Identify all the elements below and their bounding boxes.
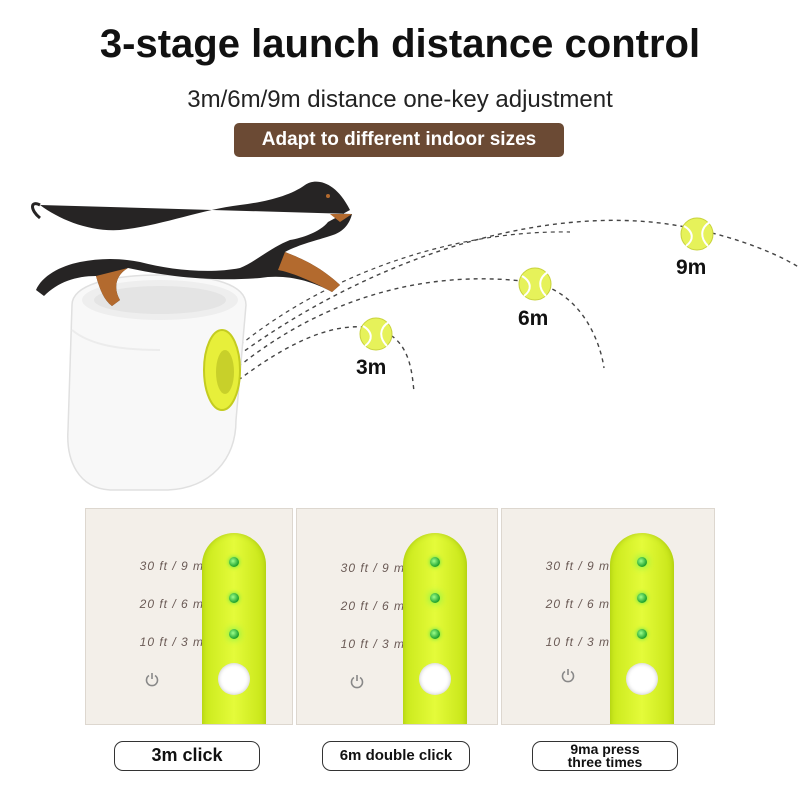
trajectory-9m	[231, 219, 800, 361]
hero-illustration	[31, 181, 800, 491]
led-indicator-icon	[637, 557, 647, 567]
caption-9m-line1: 9ma press	[570, 741, 640, 757]
launch-button[interactable]	[626, 663, 658, 695]
control-panel-3m: 30 ft / 9 m 20 ft / 6 m 10 ft / 3 m	[85, 508, 293, 725]
caption-9m-line2: three times	[567, 754, 643, 770]
distance-label-3m: 3m	[356, 356, 387, 379]
panel-label-6m: 20 ft / 6 m	[545, 597, 610, 611]
panel-label-3m: 10 ft / 3 m	[545, 635, 610, 649]
power-icon	[145, 673, 159, 687]
tennis-ball-icon	[359, 317, 393, 351]
led-indicator-icon	[430, 629, 440, 639]
power-icon	[350, 675, 364, 689]
control-panel-6m: 30 ft / 9 m 20 ft / 6 m 10 ft / 3 m	[296, 508, 498, 725]
caption-6m-double-click: 6m double click	[322, 741, 470, 771]
trajectory-upper	[233, 231, 571, 351]
led-indicator-icon	[229, 557, 239, 567]
panel-label-6m: 20 ft / 6 m	[340, 599, 405, 613]
badge: Adapt to different indoor sizes	[234, 123, 564, 157]
launcher-machine	[67, 274, 247, 491]
caption-9m-press-three-times: 9ma press three times	[532, 741, 678, 771]
led-indicator-icon	[229, 629, 239, 639]
caption-3m-click: 3m click	[114, 741, 260, 771]
power-icon	[561, 669, 575, 683]
dog-illustration	[31, 181, 352, 306]
distance-label-9m: 9m	[676, 256, 707, 279]
panel-label-9m: 30 ft / 9 m	[340, 561, 405, 575]
panel-label-6m: 20 ft / 6 m	[139, 597, 204, 611]
panel-label-9m: 30 ft / 9 m	[545, 559, 610, 573]
distance-label-6m: 6m	[518, 307, 549, 330]
tennis-ball-icon	[680, 217, 714, 251]
page-title: 3-stage launch distance control	[99, 22, 701, 66]
led-indicator-icon	[637, 593, 647, 603]
panel-label-3m: 10 ft / 3 m	[139, 635, 204, 649]
launch-button[interactable]	[218, 663, 250, 695]
panel-label-3m: 10 ft / 3 m	[340, 637, 405, 651]
led-indicator-icon	[430, 557, 440, 567]
led-indicator-icon	[637, 629, 647, 639]
trajectory-6m	[231, 278, 605, 373]
led-indicator-icon	[430, 593, 440, 603]
panel-label-9m: 30 ft / 9 m	[139, 559, 204, 573]
launch-button[interactable]	[419, 663, 451, 695]
page-subtitle: 3m/6m/9m distance one-key adjustment	[187, 86, 613, 113]
led-indicator-icon	[229, 593, 239, 603]
control-panel-9m: 30 ft / 9 m 20 ft / 6 m 10 ft / 3 m	[501, 508, 715, 725]
tennis-ball-icon	[518, 267, 552, 301]
